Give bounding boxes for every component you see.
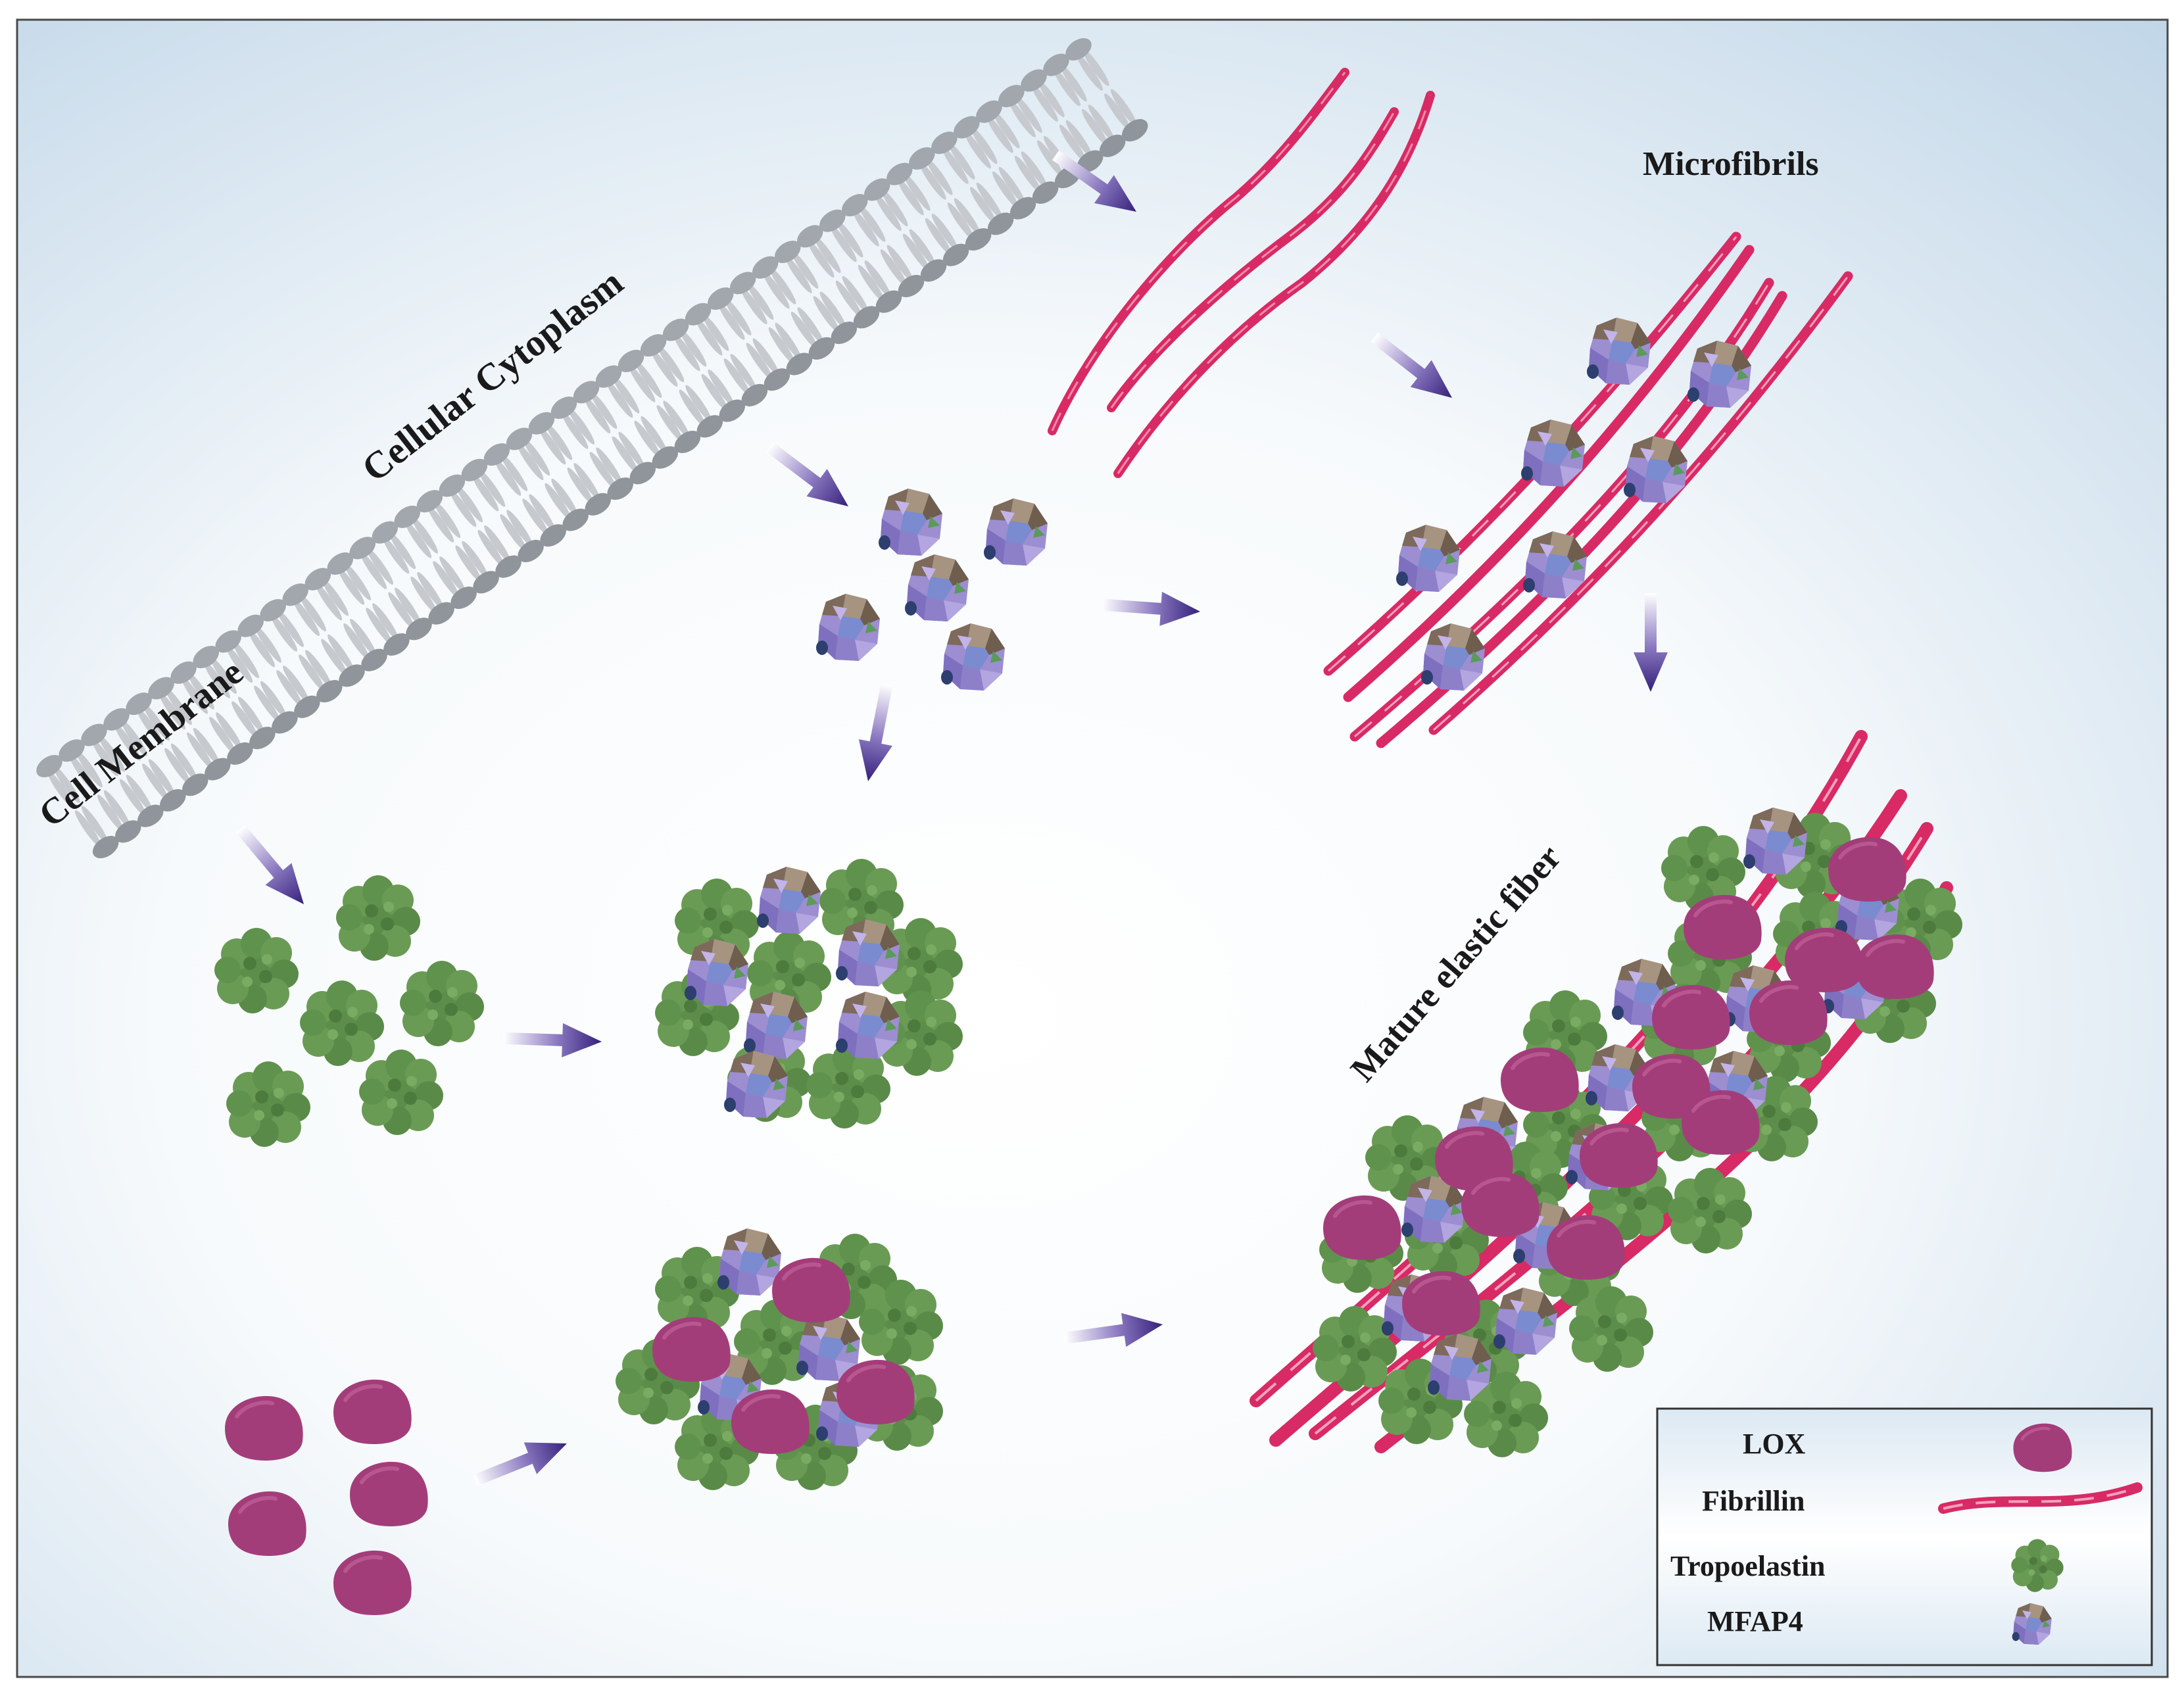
legend-label-tropoelastin: Tropoelastin xyxy=(1670,1550,1826,1582)
legend: LOX Fibrillin Tropoelastin MFAP4 xyxy=(1656,1407,2153,1666)
legend-label-lox: LOX xyxy=(1743,1428,1806,1460)
legend-label-fibrillin: Fibrillin xyxy=(1702,1485,1805,1517)
mature-elastic-fiber xyxy=(1250,730,1962,1457)
lox-icon xyxy=(2014,1424,2072,1472)
legend-label-mfap4: MFAP4 xyxy=(1707,1605,1803,1637)
fibrillin-icon xyxy=(1938,1482,2143,1514)
fibrillin-strands-top xyxy=(1048,68,1435,478)
microfibrils-label: Microfibrils xyxy=(1643,145,1819,183)
microfibrils-cluster xyxy=(1323,231,1853,748)
cell-membrane xyxy=(36,37,1148,859)
